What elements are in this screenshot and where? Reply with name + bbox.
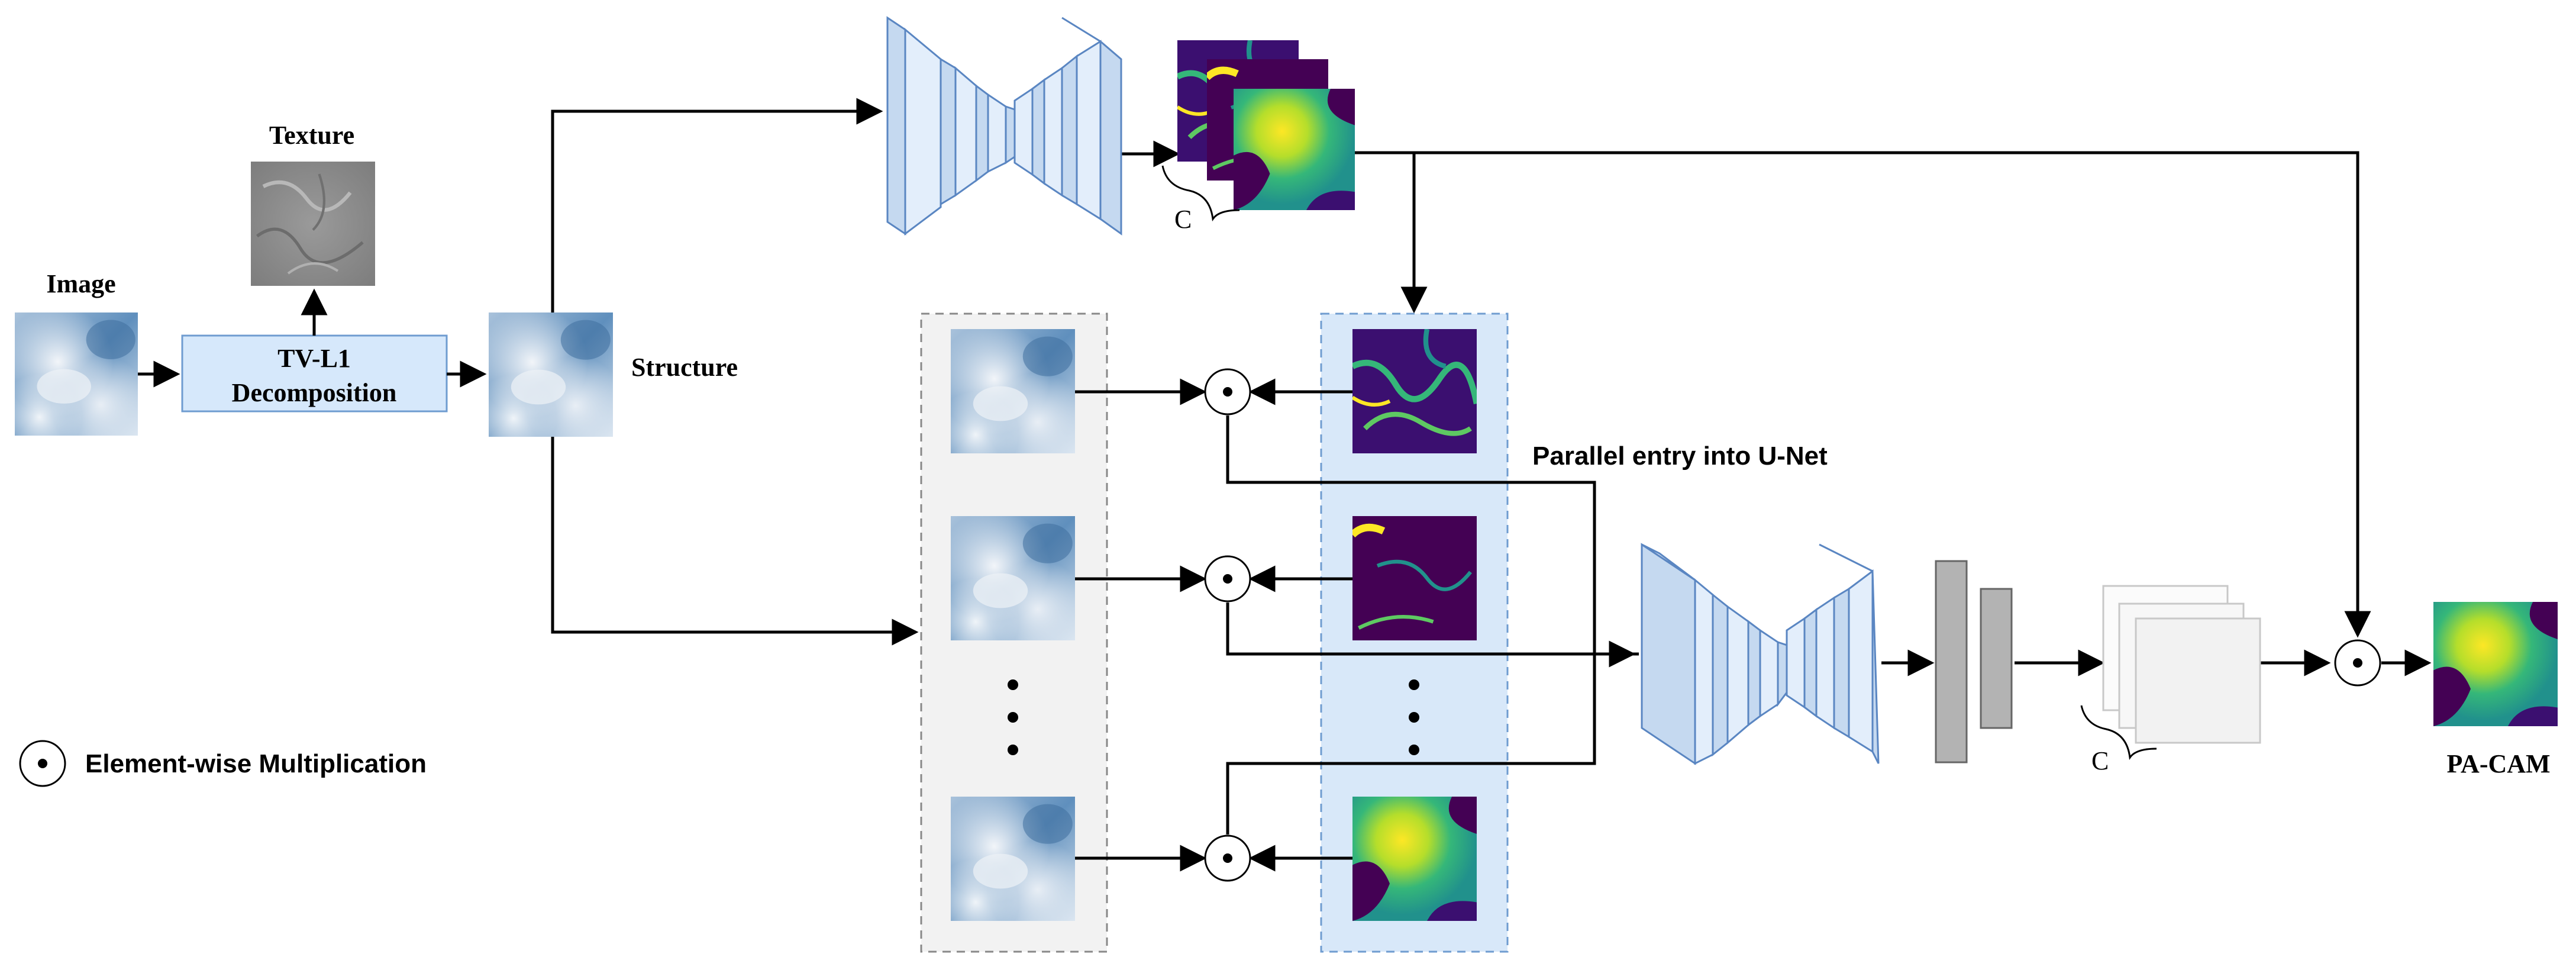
- legend-multiply-symbol: [19, 740, 66, 787]
- structure-copy-2: [951, 516, 1075, 640]
- multiply-node-n: [1204, 835, 1251, 882]
- structure-copy-1: [951, 329, 1075, 453]
- structure-label: Structure: [631, 353, 738, 382]
- output-label: PA-CAM: [2446, 749, 2550, 778]
- structure-image: [489, 312, 613, 437]
- mult-routing: [1075, 378, 1639, 872]
- ellipsis-right: [1409, 679, 1419, 755]
- attention-map-1: [1352, 329, 1477, 453]
- multiply-node-final: [2334, 639, 2381, 687]
- feature-bar-1: [1935, 560, 1968, 763]
- gray-feature-stack: [2102, 585, 2261, 744]
- ellipsis-left: [1008, 679, 1018, 755]
- feature-map-top-3: [1234, 89, 1355, 210]
- multiply-node-1: [1204, 368, 1251, 415]
- connectors: [138, 98, 2371, 646]
- channel-brace-bottom: [2080, 705, 2157, 761]
- feature-bar-2: [1980, 588, 2013, 729]
- pa-cam-output-image: [2433, 602, 2558, 726]
- image-label: Image: [46, 269, 115, 298]
- multiply-node-2: [1204, 555, 1251, 603]
- unet-top: [886, 16, 1122, 236]
- attention-map-n: [1352, 797, 1477, 921]
- texture-label: Texture: [269, 121, 354, 150]
- decomposition-line1: TV-L1: [277, 344, 351, 373]
- decomposition-line2: Decomposition: [232, 378, 397, 407]
- parallel-entry-label: Parallel entry into U-Net: [1532, 442, 1828, 471]
- input-image: [15, 312, 138, 436]
- channel-label-top: C: [1174, 205, 1192, 234]
- tv-l1-decomposition-box: [181, 334, 448, 413]
- channel-brace-top: [1161, 165, 1240, 222]
- attention-map-2: [1352, 516, 1477, 640]
- channel-label-bottom: C: [2091, 746, 2109, 775]
- legend-label: Element-wise Multiplication: [85, 749, 427, 778]
- texture-image: [251, 162, 375, 286]
- structure-copy-n: [951, 797, 1075, 921]
- unet-bottom: [1641, 543, 1880, 765]
